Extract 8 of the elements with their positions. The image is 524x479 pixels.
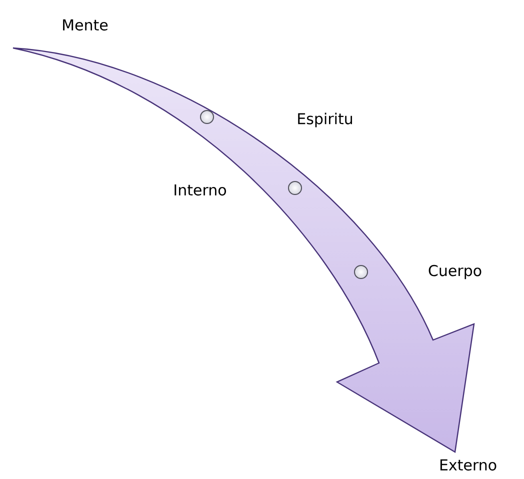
end-label: Cuerpo <box>428 264 482 280</box>
end-label: Interno <box>174 184 226 196</box>
end-label: Mente <box>63 19 108 31</box>
end-label: Espiritu <box>298 112 352 128</box>
marker-circle <box>200 110 214 124</box>
marker-circle <box>354 265 368 279</box>
marker-circle <box>288 181 302 195</box>
end-label: Externo <box>440 459 496 471</box>
